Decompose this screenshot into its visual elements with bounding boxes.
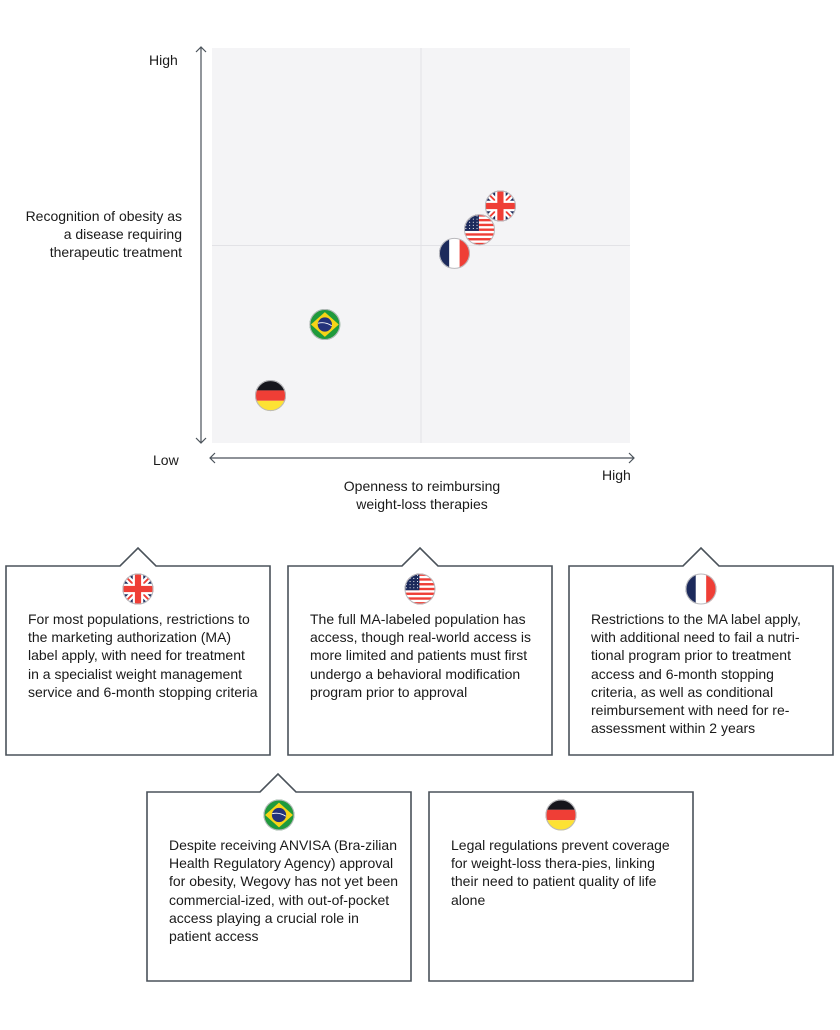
y-axis-title: Recognition of obesity as a disease requ…	[25, 208, 182, 260]
br-flag-icon	[309, 309, 341, 340]
data-point-fr	[438, 237, 470, 269]
y-axis-arrow	[195, 46, 207, 444]
x-axis-high-label: High	[602, 467, 631, 483]
br-flag-icon	[263, 799, 295, 831]
x-axis-title: Openness to reimbursing weight-loss ther…	[343, 478, 501, 512]
data-point-br	[309, 309, 341, 340]
card-frame	[5, 546, 271, 756]
card-us: The full MA-labeled population has acces…	[287, 546, 553, 756]
data-point-us	[464, 214, 496, 246]
card-frame	[287, 546, 553, 756]
de-flag-icon	[545, 799, 577, 831]
card-uk: For most populations, restrictions to th…	[5, 546, 271, 756]
de-flag-icon	[545, 799, 577, 831]
card-frame	[428, 791, 694, 982]
x-axis-low-label: Low	[153, 452, 179, 468]
card-de: Legal regulations prevent coverage for w…	[428, 791, 694, 982]
fr-flag-icon	[438, 237, 470, 269]
us-flag-icon	[404, 573, 436, 605]
us-flag-icon	[404, 573, 436, 605]
card-frame	[568, 546, 834, 756]
card-fr: Restrictions to the MA label apply, with…	[568, 546, 834, 756]
us-flag-icon	[464, 214, 496, 246]
uk-flag-icon	[122, 573, 154, 605]
card-text: Restrictions to the MA label apply, with…	[591, 611, 801, 737]
card-text: Despite receiving ANVISA (Bra-zilian Hea…	[169, 837, 399, 945]
card-br: Despite receiving ANVISA (Bra-zilian Hea…	[146, 772, 412, 982]
scatter-plot	[195, 46, 635, 464]
card-text: Legal regulations prevent coverage for w…	[451, 837, 670, 908]
x-axis-arrow	[209, 452, 635, 464]
de-flag-icon	[255, 380, 287, 412]
br-flag-icon	[263, 799, 295, 831]
uk-flag-icon	[122, 573, 154, 605]
data-point-uk	[484, 190, 516, 222]
fr-flag-icon	[685, 573, 717, 605]
data-point-de	[255, 380, 287, 412]
y-axis-high-label: High	[149, 52, 178, 68]
uk-flag-icon	[484, 190, 516, 222]
card-text: For most populations, restrictions to th…	[28, 611, 258, 700]
card-text: The full MA-labeled population has acces…	[310, 611, 531, 700]
fr-flag-icon	[685, 573, 717, 605]
card-frame	[146, 772, 412, 982]
